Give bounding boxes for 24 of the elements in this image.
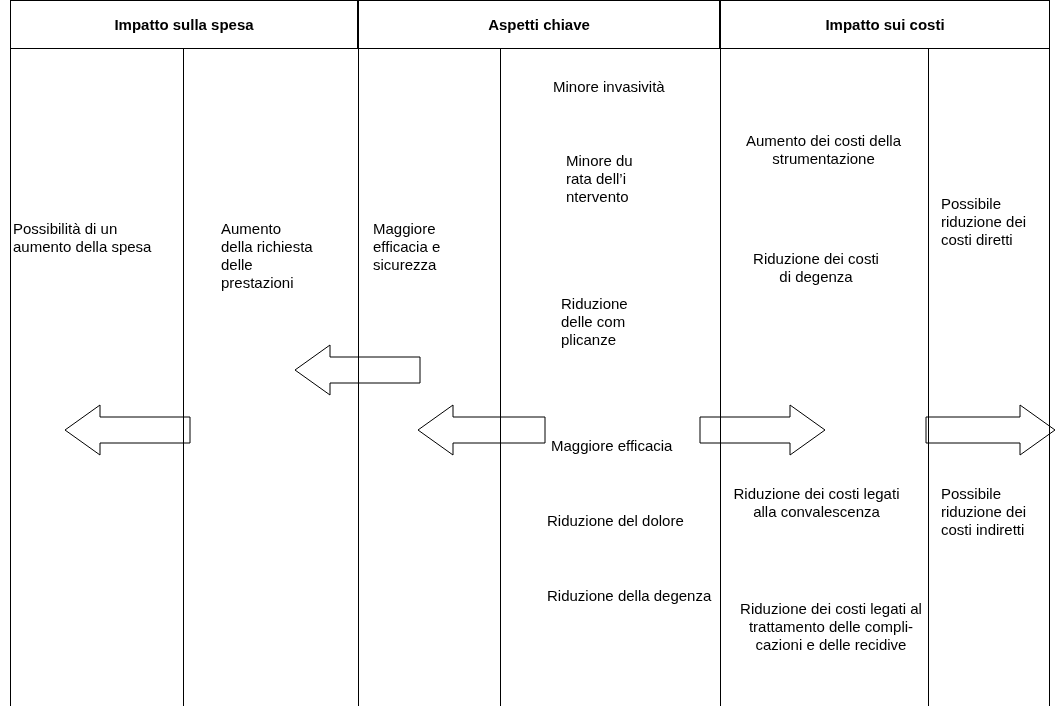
cell-text: Minore durata dell’intervento bbox=[566, 152, 634, 206]
block-arrow bbox=[64, 404, 191, 456]
column-header: Impatto sulla spesa bbox=[10, 0, 358, 49]
cell-text: Maggiore efficacia bbox=[551, 437, 674, 455]
cell-text: Aumento della richiesta delle prestazioni bbox=[221, 220, 314, 292]
cell-text: Possibile riduzione dei costi diretti bbox=[941, 195, 1028, 249]
cell-text: Possibile riduzione dei costi indiretti bbox=[941, 485, 1028, 539]
cell-text: Possibilità di un aumento della spesa bbox=[13, 220, 153, 256]
cell-text: Riduzione delle complicanze bbox=[561, 295, 629, 349]
column-header: Impatto sui costi bbox=[720, 0, 1050, 49]
table-column bbox=[928, 48, 1050, 706]
cell-text: Aumento dei costi della strumentazione bbox=[744, 132, 903, 168]
cell-text: Maggiore efficacia e sicurezza bbox=[373, 220, 442, 274]
cell-text: Riduzione del dolore bbox=[547, 512, 685, 530]
cell-text: Minore invasività bbox=[553, 78, 666, 96]
cell-text: Riduzione dei costi di degenza bbox=[752, 250, 880, 286]
cell-text: Riduzione dei costi legati al trattamento delle compli-cazioni e delle recidive bbox=[739, 600, 923, 654]
cell-text: Riduzione della degenza bbox=[547, 587, 712, 605]
block-arrow bbox=[417, 404, 546, 456]
column-header: Aspetti chiave bbox=[358, 0, 720, 49]
block-arrow bbox=[699, 404, 826, 456]
block-arrow bbox=[925, 404, 1056, 456]
block-arrow bbox=[294, 344, 421, 396]
cell-text: Riduzione dei costi legati alla convalescenza bbox=[732, 485, 901, 521]
